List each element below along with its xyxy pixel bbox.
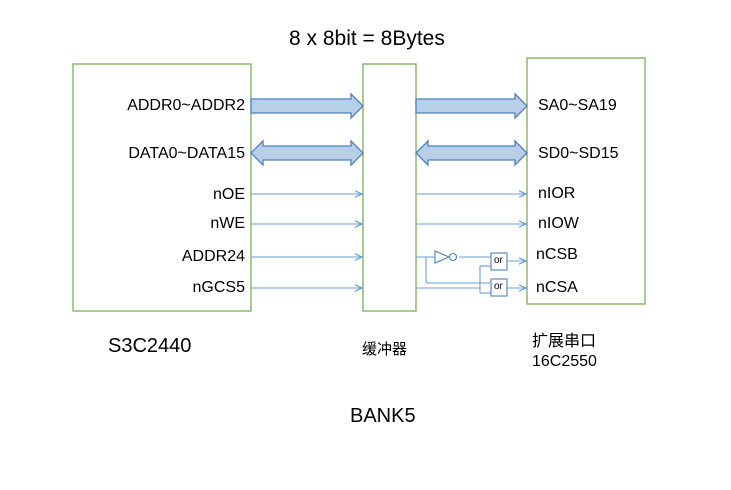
- cpu-signal-label: nOE: [212, 186, 245, 203]
- or-gate-icon-a: [490, 278, 508, 297]
- uart-name-line1: 扩展串口: [532, 331, 597, 350]
- uart-signal-label: nIOR: [538, 185, 576, 202]
- cpu-signal-label: ADDR0~ADDR2: [127, 97, 245, 114]
- cpu-block: [72, 63, 252, 312]
- buffer-name: 缓冲器: [362, 340, 408, 358]
- address-bus-arrow-left: [250, 92, 364, 120]
- cpu-name: S3C2440: [108, 335, 192, 357]
- or-gate-label-b: or: [494, 255, 503, 266]
- uart-signal-label: nCSB: [536, 246, 578, 263]
- or-gate-icon-b: [490, 252, 508, 271]
- data-bus-double-arrow-right: [415, 139, 528, 167]
- buffer-block: [362, 63, 417, 312]
- data-bus-double-arrow-left: [250, 139, 364, 167]
- cpu-signal-label: nGCS5: [192, 279, 245, 296]
- uart-signal-label: SD0~SD15: [538, 145, 619, 162]
- or-gate-label-a: or: [494, 281, 503, 292]
- uart-signal-label: nIOW: [538, 215, 579, 232]
- uart-block: [526, 57, 646, 305]
- uart-signal-label: nCSA: [536, 279, 578, 296]
- cpu-signal-label: ADDR24: [181, 248, 245, 265]
- bank-label: BANK5: [350, 405, 416, 427]
- diagram-title: 8 x 8bit = 8Bytes: [289, 27, 445, 50]
- uart-name-line2: 16C2550: [532, 353, 597, 370]
- address-bus-arrow-right: [415, 92, 528, 120]
- cpu-signal-label: nWE: [210, 215, 245, 232]
- cpu-signal-label: DATA0~DATA15: [128, 145, 245, 162]
- uart-signal-label: SA0~SA19: [538, 97, 617, 114]
- inverter-icon: [434, 250, 458, 264]
